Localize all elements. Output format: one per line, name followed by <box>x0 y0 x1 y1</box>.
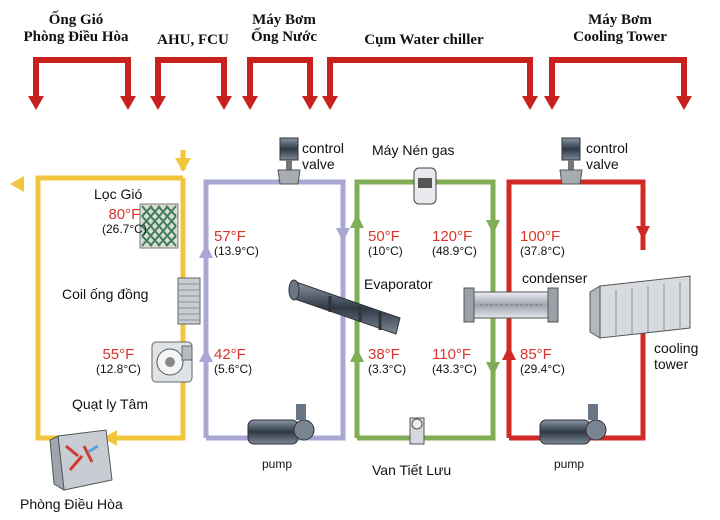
header-cooling-line1: Máy Bơm <box>588 12 652 28</box>
temp-chw-supply-c: (5.6°C) <box>214 362 253 377</box>
temp-comp-out-c: (48.9°C) <box>432 244 477 259</box>
temp-cond-out-c: (43.3°C) <box>432 362 477 377</box>
header-pump-line2: Ống Nước <box>250 28 318 45</box>
label-control-valve-2: control valve <box>586 140 628 172</box>
label-loc-gio: Lọc Gió <box>94 186 143 202</box>
label-coil: Coil ống đồng <box>62 286 149 302</box>
header-chiller: Cụm Water chiller <box>364 32 484 48</box>
temp-comp-out: 120°F (48.9°C) <box>432 228 477 259</box>
label-control-valve-1a: control <box>302 140 345 156</box>
header-pump: Máy Bơm Ống Nước <box>236 12 332 45</box>
temp-cond-out: 110°F (43.3°C) <box>432 346 477 377</box>
label-control-valve-1: control valve <box>302 140 344 172</box>
copper-coil <box>177 277 201 325</box>
label-cooling-tower-b: tower <box>654 356 689 373</box>
temp-evap-out-f: 38°F <box>368 346 400 363</box>
pump-2-graphic <box>539 404 607 445</box>
header-arrowheads <box>28 96 692 110</box>
header-arrow-ahu <box>155 57 227 100</box>
header-arrow-cooling <box>549 57 687 100</box>
chilled-water-loop <box>203 179 346 441</box>
temp-cw-cold-c: (29.4°C) <box>520 362 565 377</box>
evaporator <box>288 279 401 335</box>
label-pump-1: pump <box>262 457 293 471</box>
header-arrows <box>33 57 687 100</box>
temp-cw-hot-c: (37.8°C) <box>520 244 565 259</box>
centrifugal-fan <box>151 341 193 383</box>
pump-1-graphic <box>247 404 315 445</box>
chilled-water-arrows <box>199 228 350 362</box>
expansion-valve <box>409 417 425 445</box>
label-cooling-tower: cooling tower <box>654 340 698 372</box>
condenser-water-arrows <box>502 226 650 360</box>
header-cooling-line2: Cooling Tower <box>573 28 667 45</box>
header-phong-line1: Ống Gió <box>48 12 104 28</box>
cooling-tower <box>589 275 691 339</box>
temp-chw-supply-f: 42°F <box>214 346 246 363</box>
label-room: Phòng Điều Hòa <box>20 496 123 512</box>
label-condenser: condenser <box>522 270 588 286</box>
temp-evap-out: 38°F (3.3°C) <box>368 346 406 377</box>
control-valve-2 <box>559 137 583 185</box>
air-loop-arrows <box>10 158 191 446</box>
compressor <box>413 167 437 205</box>
refrigerant-loop <box>354 179 496 441</box>
refrigerant-arrows <box>350 214 500 376</box>
temp-evap-in-c: (10°C) <box>368 244 403 259</box>
control-valve-1 <box>277 137 301 185</box>
temp-chw-supply: 42°F (5.6°C) <box>214 346 252 377</box>
label-control-valve-1b: valve <box>302 156 335 173</box>
label-pump-2: pump <box>554 457 585 471</box>
header-phong: Ống Gió Phòng Điều Hòa <box>6 12 146 45</box>
header-arrow-chiller <box>327 57 533 100</box>
temp-air-out-c: (12.8°C) <box>96 362 141 377</box>
temp-cond-out-f: 110°F <box>432 346 472 363</box>
label-quat: Quạt ly Tâm <box>72 396 148 412</box>
label-control-valve-2b: valve <box>586 156 619 173</box>
label-control-valve-2a: control <box>586 140 629 156</box>
temp-chw-return-f: 57°F <box>214 228 246 245</box>
temp-air-out: 55°F (12.8°C) <box>96 346 141 377</box>
temp-chw-return: 57°F (13.9°C) <box>214 228 259 259</box>
temp-evap-in: 50°F (10°C) <box>368 228 403 259</box>
header-phong-line2: Phòng Điều Hòa <box>23 28 129 45</box>
label-expansion: Van Tiết Lưu <box>372 462 452 478</box>
header-cooling: Máy Bơm Cooling Tower <box>550 12 690 45</box>
header-arrow-phong <box>33 57 131 100</box>
temp-air-in-f: 80°F <box>108 206 141 223</box>
temp-air-in-c: (26.7°C) <box>102 222 147 237</box>
temp-chw-return-c: (13.9°C) <box>214 244 259 259</box>
label-compressor: Máy Nén gas <box>372 142 455 158</box>
temp-cw-hot: 100°F (37.8°C) <box>520 228 565 259</box>
temp-air-out-f: 55°F <box>102 346 135 363</box>
temp-cw-cold: 85°F (29.4°C) <box>520 346 565 377</box>
temp-comp-out-f: 120°F <box>432 228 473 245</box>
label-cooling-tower-a: cooling <box>654 340 699 356</box>
room-box <box>49 429 113 491</box>
air-filter <box>139 203 179 249</box>
condenser <box>463 287 559 323</box>
label-evaporator: Evaporator <box>364 276 433 292</box>
header-pump-line1: Máy Bơm <box>252 12 316 28</box>
temp-evap-out-c: (3.3°C) <box>368 362 407 377</box>
header-arrow-pump <box>247 57 313 100</box>
temp-evap-in-f: 50°F <box>368 228 400 245</box>
temp-cw-cold-f: 85°F <box>520 346 552 363</box>
temp-air-in: 80°F (26.7°C) <box>102 206 147 237</box>
temp-cw-hot-f: 100°F <box>520 228 561 245</box>
header-ahu: AHU, FCU <box>157 32 229 48</box>
